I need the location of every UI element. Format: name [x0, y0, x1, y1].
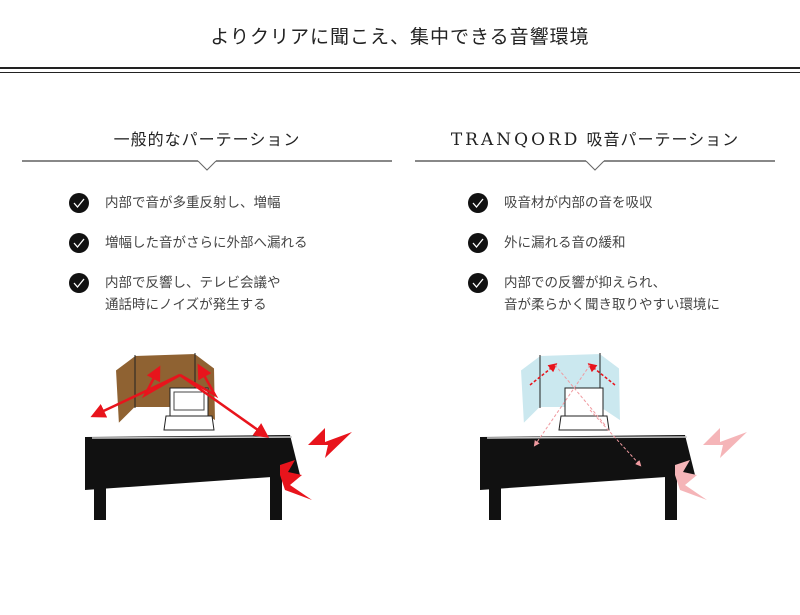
check-icon — [69, 273, 89, 293]
noise-lightning-icon — [675, 428, 747, 500]
item-text: 増幅した音がさらに外部へ漏れる — [105, 235, 308, 251]
table-leg — [270, 475, 282, 520]
heading-divider — [22, 160, 392, 171]
item-text: 内部での反響が抑えられ、 音が柔らかく聞き取りやすい環境に — [504, 275, 720, 313]
leak-arrows — [533, 364, 642, 467]
check-icon — [468, 273, 488, 293]
check-icon — [468, 233, 488, 253]
brand-logo: TRANQORD — [450, 130, 581, 150]
check-icon — [69, 233, 89, 253]
column-heading: 一般的なパーテーション — [22, 126, 392, 154]
check-icon — [468, 193, 488, 213]
check-icon — [69, 193, 89, 213]
heading-divider — [415, 160, 775, 171]
page-title: よりクリアに聞こえ、集中できる音響環境 — [210, 26, 590, 48]
item-text: 内部で反響し、テレビ会議や 通話時にノイズが発生する — [105, 275, 281, 313]
item-text: 吸音材が内部の音を吸収 — [504, 195, 653, 211]
heading-text: 一般的なパーテーション — [113, 130, 301, 149]
table-leg — [94, 480, 106, 520]
reflection-arrows — [90, 363, 270, 438]
item-text: 外に漏れる音の緩和 — [504, 235, 626, 251]
tranqord-partition-illustration — [480, 351, 747, 520]
list-item: 内部で音が多重反射し、増幅 — [69, 192, 392, 214]
list-item: 内部で反響し、テレビ会議や 通話時にノイズが発生する — [69, 272, 392, 316]
item-text: 内部で音が多重反射し、増幅 — [105, 195, 281, 211]
column-heading: TRANQORD 吸音パーテーション — [410, 126, 780, 154]
list-item: 内部での反響が抑えられ、 音が柔らかく聞き取りやすい環境に — [468, 272, 780, 316]
feature-list: 内部で音が多重反射し、増幅 増幅した音がさらに外部へ漏れる 内部で反響し、テレビ… — [22, 192, 392, 316]
tranqord-partition-column: TRANQORD 吸音パーテーション 吸音材が内部の音を吸収 外に漏れる音の緩和 … — [410, 126, 780, 334]
heading-text: 吸音パーテーション — [586, 130, 740, 149]
laptop-icon — [564, 387, 604, 417]
absorbed-arrows — [529, 363, 616, 386]
list-item: 外に漏れる音の緩和 — [468, 232, 780, 254]
title-rule-thin — [0, 72, 800, 73]
list-item: 吸音材が内部の音を吸収 — [468, 192, 780, 214]
general-partition-illustration — [85, 351, 352, 520]
title-rule — [0, 67, 800, 69]
general-partition-column: 一般的なパーテーション 内部で音が多重反射し、増幅 増幅した音がさらに外部へ漏れ… — [22, 126, 392, 334]
list-item: 増幅した音がさらに外部へ漏れる — [69, 232, 392, 254]
table-top — [480, 435, 695, 490]
feature-list: 吸音材が内部の音を吸収 外に漏れる音の緩和 内部での反響が抑えられ、 音が柔らか… — [410, 192, 780, 316]
table-top — [85, 435, 300, 490]
noise-lightning-icon — [280, 428, 352, 500]
table-leg — [489, 480, 501, 520]
table-leg — [665, 475, 677, 520]
